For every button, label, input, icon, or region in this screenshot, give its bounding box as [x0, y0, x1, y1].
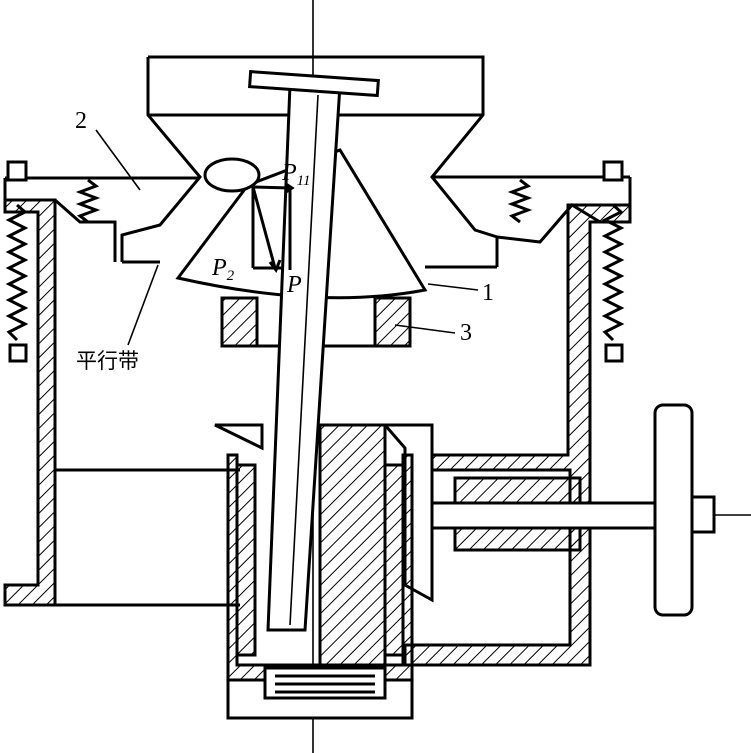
- lower-funnel-left: [214, 423, 264, 451]
- pulley: [653, 403, 694, 617]
- leader-line-3: [394, 324, 456, 334]
- force-diagram: [251, 182, 295, 274]
- material-particle: [203, 157, 261, 193]
- housing-left-wall: [3, 198, 57, 607]
- label-force-p11: P11: [281, 160, 311, 189]
- leader-line-1: [427, 283, 479, 291]
- label-part-3: 3: [460, 320, 472, 346]
- drive-shaft: [430, 501, 694, 530]
- left-top-spring: [75, 178, 101, 224]
- shaft-axis-tilted: [289, 94, 319, 626]
- drive-shaft-end: [690, 495, 716, 534]
- thrust-bearing: [226, 666, 414, 720]
- right-top-spring: [507, 178, 533, 224]
- eccentric-core: [318, 423, 387, 667]
- eccentric-sleeve-right: [383, 463, 405, 657]
- leader-line-parallel-band: [127, 264, 159, 346]
- label-force-p2: P2: [211, 255, 235, 284]
- bushing-3-left: [220, 296, 259, 348]
- label-part-2: 2: [75, 108, 87, 134]
- left-bolt-assembly: [5, 160, 29, 363]
- label-parallel-band: 平行带: [76, 349, 139, 373]
- eccentric-sleeve-left: [235, 463, 257, 657]
- label-part-1: 1: [482, 280, 494, 306]
- label-force-p: P: [286, 272, 302, 298]
- bushing-3-right: [373, 296, 412, 348]
- shaft-cap: [247, 70, 380, 98]
- leader-line-2: [95, 129, 141, 191]
- housing-right-wall: [403, 203, 632, 667]
- right-bolt-assembly: [601, 160, 625, 363]
